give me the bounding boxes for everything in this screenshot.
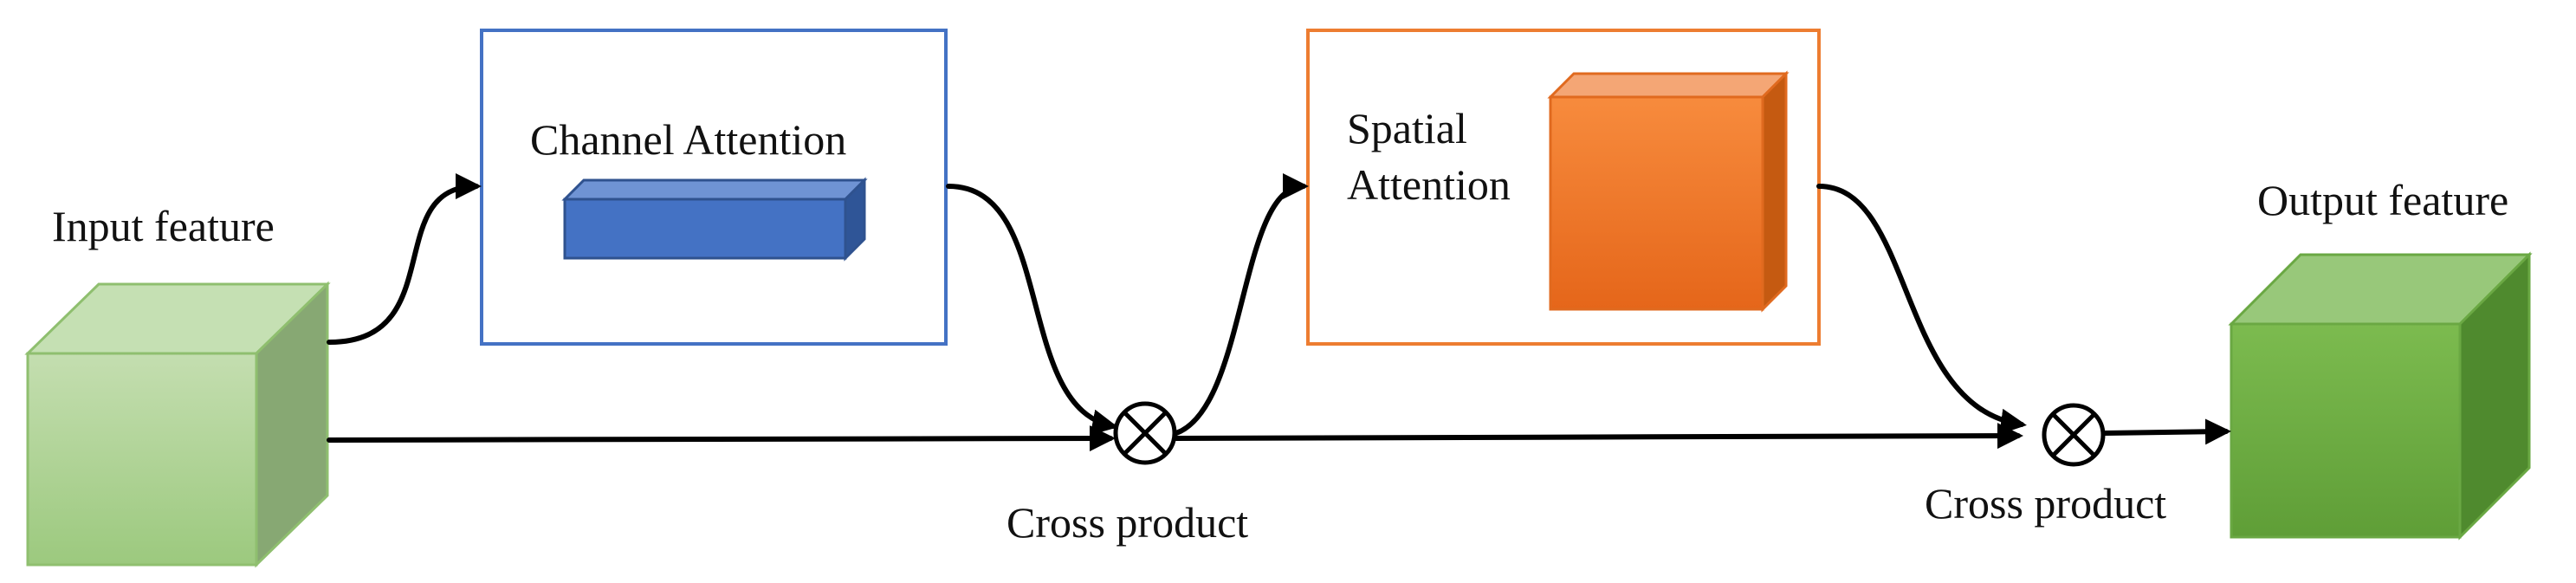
channel-attention-label: Channel Attention bbox=[530, 115, 846, 164]
arrow-input-to-multiply-1 bbox=[327, 425, 1116, 452]
channel-attention-bar bbox=[561, 177, 868, 262]
spatial-attention-label-line2: Attention bbox=[1347, 160, 1511, 209]
spatial-attention-label-line1: Spatial bbox=[1347, 104, 1467, 152]
circled-times-icon bbox=[2042, 403, 2106, 467]
input-feature-cube bbox=[24, 281, 331, 568]
arrow-multiply-2-to-output bbox=[2102, 418, 2231, 445]
arrow-spatial-to-multiply-2 bbox=[1816, 184, 2027, 435]
arrow-multiply-1-to-spatial bbox=[1174, 173, 1309, 436]
arrow-channel-to-multiply-1 bbox=[946, 184, 1118, 436]
arrow-input-to-channel bbox=[327, 173, 482, 345]
input-feature-label: Input feature bbox=[52, 202, 275, 250]
arrow-multiply-1-to-multiply-2 bbox=[1174, 423, 2023, 450]
cross-product-label-1: Cross product bbox=[1006, 498, 1248, 547]
output-feature-label: Output feature bbox=[2257, 176, 2508, 224]
output-feature-cube bbox=[2228, 251, 2533, 541]
cross-product-label-2: Cross product bbox=[1925, 479, 2166, 528]
circled-times-icon bbox=[1113, 401, 1177, 465]
spatial-attention-cube bbox=[1547, 70, 1790, 313]
